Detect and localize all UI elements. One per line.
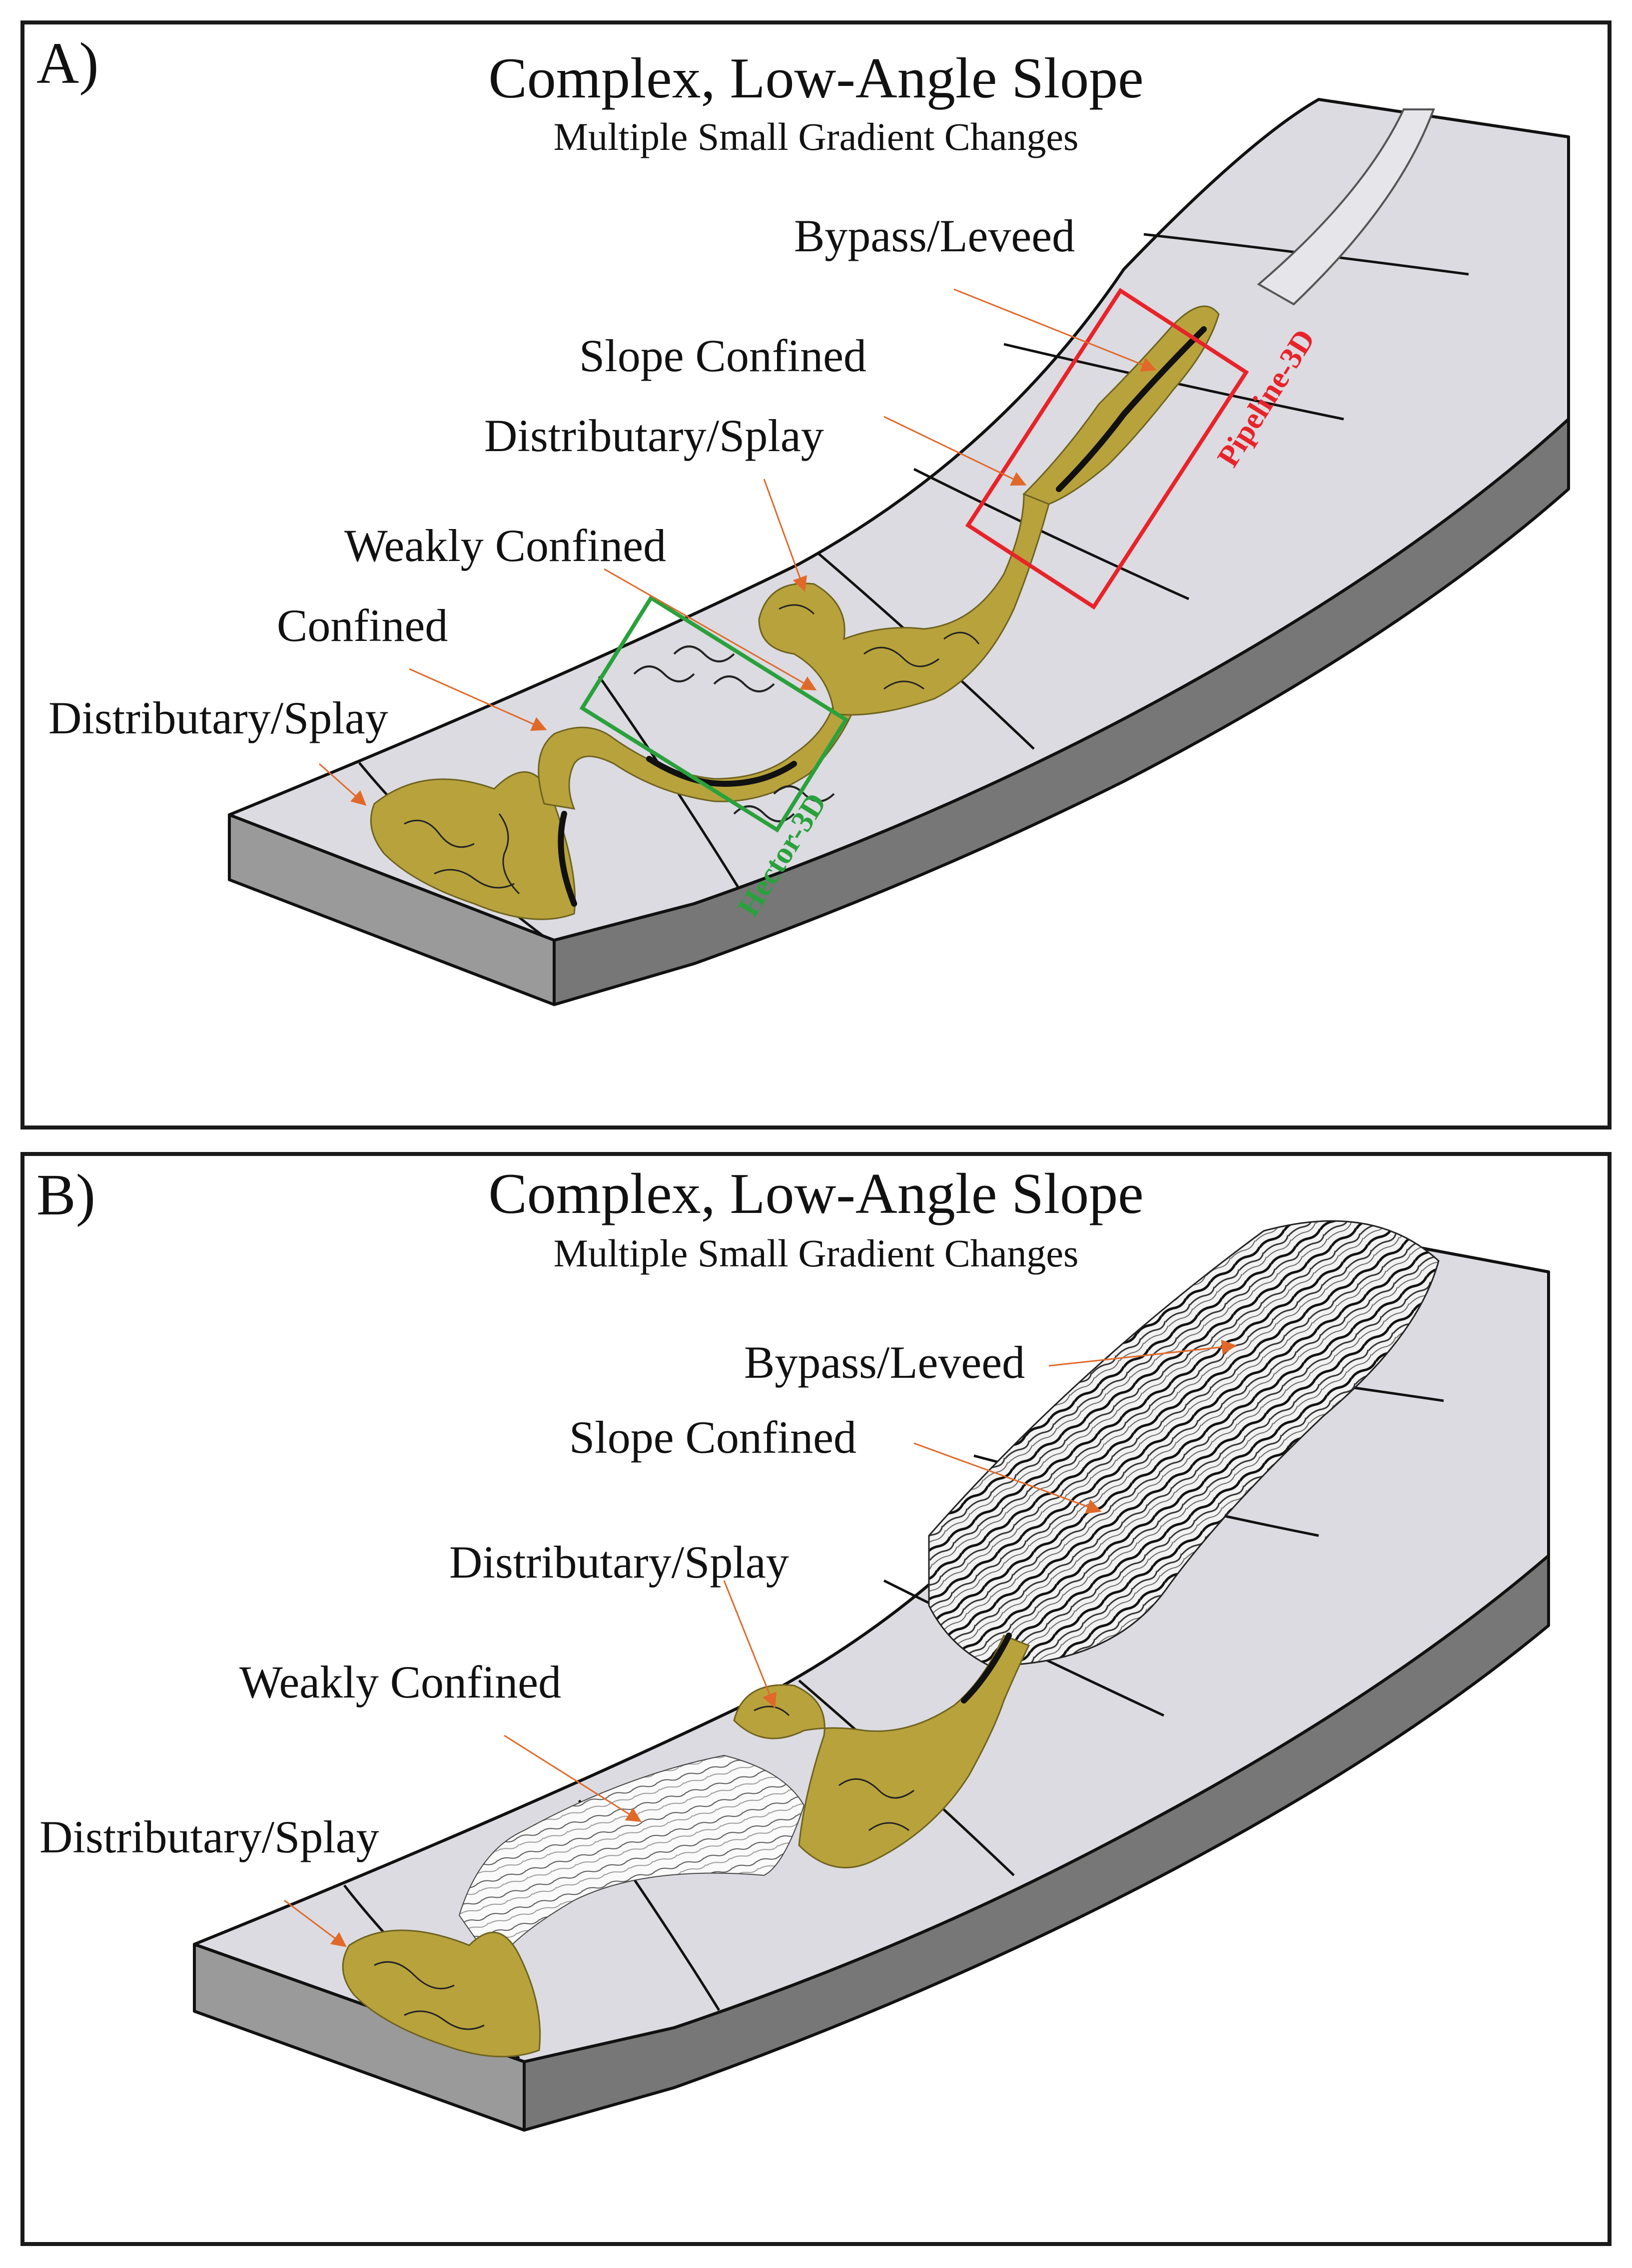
panel-b-subtitle: Multiple Small Gradient Changes [553, 1231, 1079, 1275]
label-distributary-splay-lower: Distributary/Splay [48, 692, 388, 743]
panel-a-title: Complex, Low-Angle Slope [488, 46, 1144, 110]
panel-b-diagram [193, 1220, 1550, 2132]
distributary-channels [374, 1705, 914, 2030]
panel-a-subtitle: Multiple Small Gradient Changes [553, 115, 1079, 158]
hector-3d-box [579, 595, 849, 833]
label-distributary-splay-upper: Distributary/Splay [449, 1537, 789, 1588]
panel-b-letter: B) [36, 1162, 95, 1227]
label-distributary-splay-upper: Distributary/Splay [484, 410, 824, 461]
callout-arrows [284, 1339, 1237, 1947]
thalweg [558, 326, 1207, 907]
bypass-channel [1257, 108, 1435, 306]
label-weakly-confined: Weakly Confined [239, 1657, 562, 1707]
label-weakly-confined: Weakly Confined [344, 520, 667, 571]
label-distributary-splay-lower: Distributary/Splay [39, 1811, 379, 1862]
distributary-channels [404, 604, 980, 895]
thalweg [961, 1633, 1012, 1703]
slope-channel-fill [1022, 305, 1220, 505]
panel-a: Pipeline-3D Hector-3D A) Complex, Low-An… [20, 20, 1612, 1130]
label-slope-confined: Slope Confined [579, 330, 866, 381]
hector-channel-traces [633, 645, 835, 822]
label-bypass-leveed: Bypass/Leveed [744, 1337, 1025, 1388]
label-slope-confined: Slope Confined [569, 1412, 856, 1463]
seismic-overlay-lower [458, 1754, 805, 1966]
label-bypass-leveed: Bypass/Leveed [794, 210, 1075, 261]
panel-a-letter: A) [36, 30, 99, 96]
callout-arrows [319, 288, 1157, 806]
seismic-overlay-upper [928, 1220, 1440, 1667]
panel-b: B) Complex, Low-Angle Slope Multiple Sma… [20, 1152, 1612, 2246]
panel-b-title: Complex, Low-Angle Slope [488, 1162, 1144, 1226]
deposits [370, 305, 1220, 920]
pipeline-3d-box [965, 288, 1249, 610]
label-confined: Confined [277, 600, 448, 651]
panel-a-diagram: Pipeline-3D Hector-3D [228, 98, 1570, 1006]
upper-splay-lobe [758, 493, 1050, 716]
upper-splay-lobe [733, 1635, 1030, 1869]
